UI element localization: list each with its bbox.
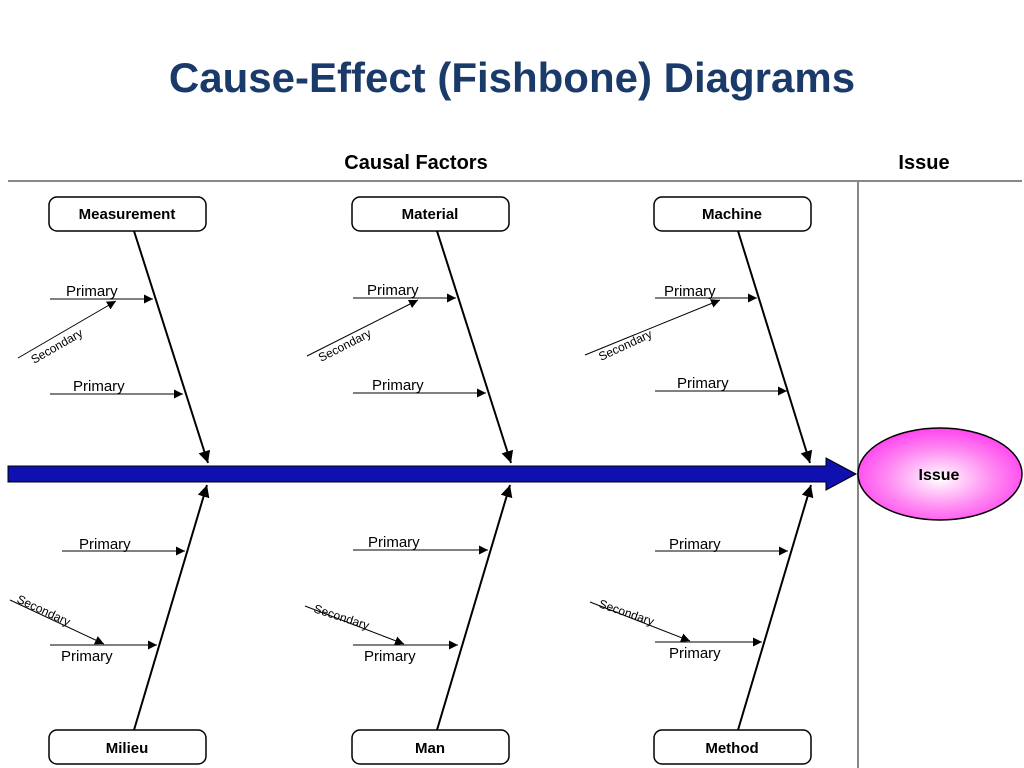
category-man: Man Primary Secondary Primary: [304, 484, 513, 765]
secondary-label: Secondary: [597, 597, 656, 629]
primary-label: Primary: [372, 377, 424, 394]
category-box-material[interactable]: [351, 196, 510, 232]
category-box-method[interactable]: [653, 729, 812, 765]
secondary-arrow: [306, 299, 419, 357]
effect-label: Issue: [919, 467, 960, 484]
secondary-arrow: [17, 300, 117, 359]
secondary-label: Secondary: [15, 592, 73, 629]
bone-milieu: [133, 484, 210, 731]
primary-label: Primary: [677, 375, 729, 392]
secondary-arrow: [589, 601, 691, 642]
category-machine: Machine Primary Secondary Primary: [584, 196, 813, 464]
secondary-arrow: [584, 299, 721, 356]
primary-label: Primary: [368, 534, 420, 551]
bone-measurement: [133, 230, 211, 464]
secondary-arrow: [9, 599, 105, 645]
category-label-milieu: Milieu: [106, 740, 149, 757]
secondary-label: Secondary: [29, 326, 86, 367]
category-label-method: Method: [705, 740, 758, 757]
category-label-machine: Machine: [702, 206, 762, 223]
spine-arrow: [7, 457, 858, 491]
primary-label: Primary: [61, 648, 113, 665]
category-label-measurement: Measurement: [79, 206, 176, 223]
primary-label: Primary: [669, 645, 721, 662]
category-material: Material Primary Secondary Primary: [306, 196, 514, 464]
bone-method: [737, 484, 814, 731]
secondary-label: Secondary: [316, 326, 373, 365]
primary-label: Primary: [364, 648, 416, 665]
primary-label: Primary: [66, 283, 118, 300]
primary-label: Primary: [669, 536, 721, 553]
primary-label: Primary: [664, 283, 716, 300]
category-measurement: Measurement Primary Secondary Primary: [17, 196, 211, 464]
category-box-machine[interactable]: [653, 196, 812, 232]
category-method: Method Primary Secondary Primary: [589, 484, 814, 765]
bone-machine: [737, 230, 813, 464]
bone-man: [436, 484, 513, 731]
page-title: Cause-Effect (Fishbone) Diagrams: [168, 54, 856, 101]
primary-label: Primary: [367, 282, 419, 299]
category-box-man[interactable]: [351, 729, 510, 765]
category-label-man: Man: [415, 740, 445, 757]
category-label-material: Material: [402, 206, 459, 223]
secondary-label: Secondary: [596, 327, 654, 364]
bone-material: [436, 230, 514, 464]
category-box-measurement[interactable]: [48, 196, 207, 232]
category-milieu: Milieu Primary Secondary Primary: [9, 484, 210, 765]
category-box-milieu[interactable]: [48, 729, 207, 765]
secondary-arrow: [304, 605, 405, 645]
primary-label: Primary: [79, 536, 131, 553]
primary-label: Primary: [73, 378, 125, 395]
secondary-label: Secondary: [312, 602, 371, 633]
causal-factors-header: Causal Factors: [344, 152, 487, 174]
issue-header: Issue: [898, 152, 949, 174]
effect-node[interactable]: Issue: [857, 427, 1023, 521]
